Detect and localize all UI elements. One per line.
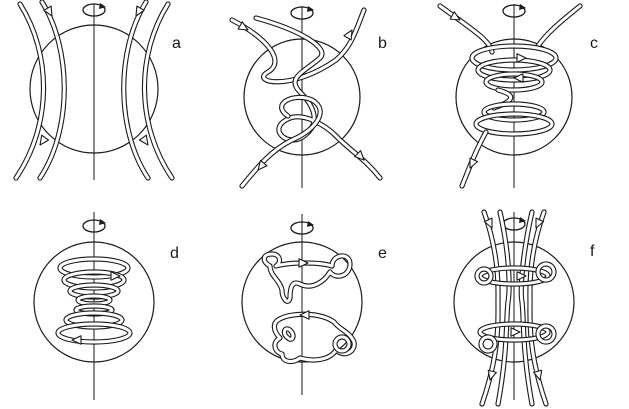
field-line-group (232, 10, 380, 186)
panel-a: a (16, 2, 181, 180)
panel-label-b: b (378, 35, 387, 52)
panel-d: d (34, 212, 179, 400)
field-line-group (440, 6, 580, 186)
panel-c: c (440, 4, 598, 188)
panel-label-e: e (378, 245, 387, 262)
panel-e: e (242, 214, 387, 395)
panel-label-a: a (172, 35, 181, 52)
field-line-group (477, 212, 554, 404)
arrowhead-icon (299, 259, 308, 267)
panel-label-d: d (170, 245, 179, 262)
arrowhead-icon (511, 328, 520, 336)
panel-b: b (232, 6, 387, 188)
panel-label-c: c (590, 35, 598, 52)
panel-label-f: f (590, 243, 595, 260)
field-line-group (264, 254, 354, 361)
panel-f: f (454, 212, 595, 404)
